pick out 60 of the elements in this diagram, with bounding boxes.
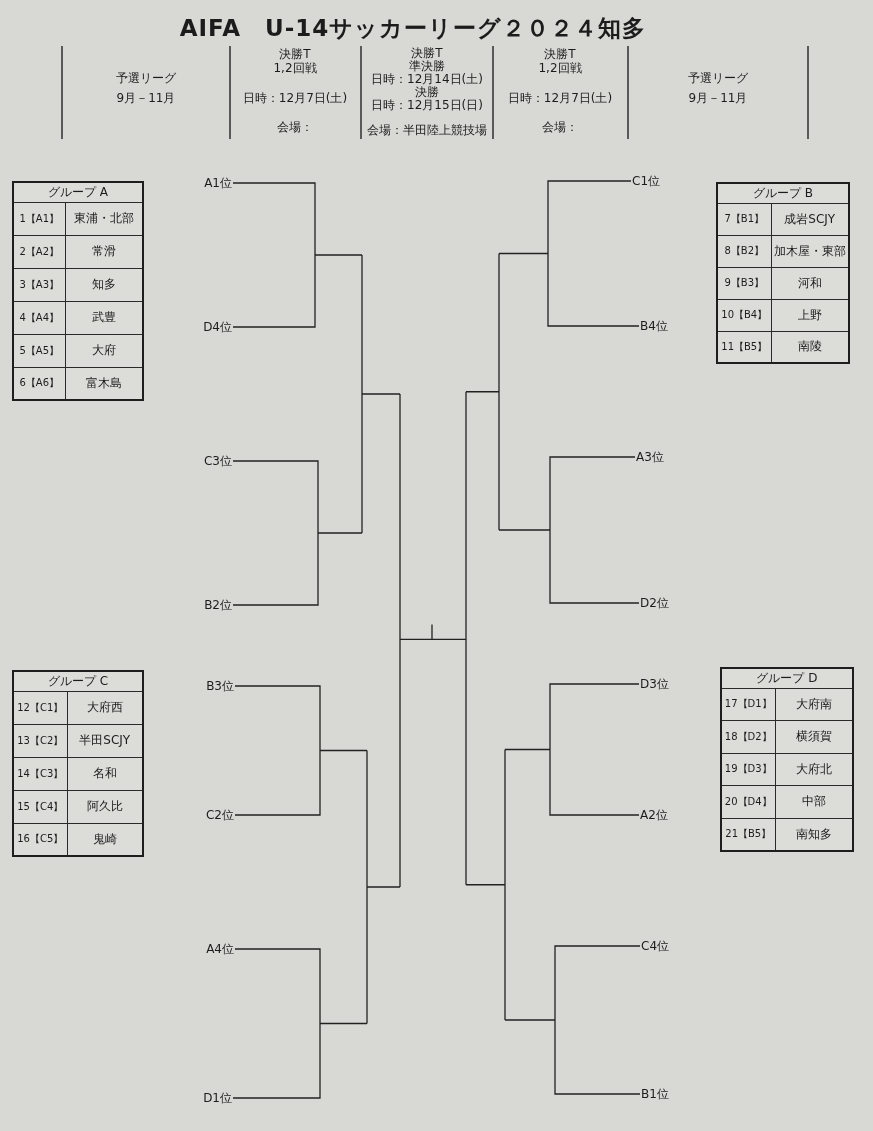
seed-slot-label: A1位: [204, 175, 232, 191]
seed-cell: 18【D2】: [721, 720, 775, 753]
bracket-line: [549, 456, 640, 604]
bracket-line: [232, 948, 321, 1099]
schedule-text: 日時：12月15日(日): [371, 98, 483, 112]
seed-slot-label: C2位: [206, 807, 234, 823]
seed-cell: 14【C3】: [13, 757, 67, 790]
bracket-line: [234, 685, 321, 816]
seed-slot-label: A2位: [640, 807, 668, 823]
seed-cell: 20【D4】: [721, 785, 775, 818]
schedule-text: 日時：12月7日(土): [507, 91, 613, 105]
seed-cell: 13【C2】: [13, 724, 67, 757]
schedule-text: 決勝T: [411, 46, 443, 60]
schedule-text: 9月－11月: [688, 91, 748, 105]
seed-slot-label: D3位: [640, 676, 669, 692]
schedule-text: 日時：12月7日(土): [242, 91, 348, 105]
bracket-line: [549, 683, 640, 816]
seed-slot-label: B3位: [206, 678, 234, 694]
seed-cell: 4【A4】: [13, 301, 65, 334]
schedule-text: 1,2回戦: [273, 61, 317, 75]
bracket-line: [232, 182, 316, 328]
bracket-line: [554, 945, 641, 1095]
schedule-text: 準決勝: [409, 59, 445, 73]
seed-slot-label: C1位: [632, 173, 660, 189]
seed-cell: 2【A2】: [13, 235, 65, 268]
seed-slot-label: A4位: [206, 941, 234, 957]
seed-slot-label: B4位: [640, 318, 668, 334]
seed-cell: 5【A5】: [13, 334, 65, 367]
seed-cell: 17【D1】: [721, 688, 775, 721]
schedule-text: 決勝T: [279, 47, 311, 61]
bracket-line: [232, 460, 319, 606]
seed-cell: 12【C1】: [13, 691, 67, 724]
seed-cell: 8【B2】: [717, 235, 771, 267]
bracket-line: [547, 180, 640, 327]
seed-slot-label: D4位: [203, 319, 232, 335]
seed-slot-label: B2位: [204, 597, 232, 613]
schedule-text: 9月－11月: [116, 91, 176, 105]
schedule-text: 決勝: [415, 85, 439, 99]
seed-slot-label: D2位: [640, 595, 669, 611]
seed-cell: 10【B4】: [717, 299, 771, 331]
seed-slot-label: B1位: [641, 1086, 669, 1102]
seed-cell: 3【A3】: [13, 268, 65, 301]
schedule-text: 会場：: [277, 120, 313, 134]
seed-slot-label: C4位: [641, 938, 669, 954]
schedule-text: 会場：: [542, 120, 578, 134]
seed-cell: 7【B1】: [717, 203, 771, 235]
schedule-text: 決勝T: [544, 47, 576, 61]
seed-slot-label: A3位: [636, 449, 664, 465]
seed-cell: 19【D3】: [721, 753, 775, 786]
seed-cell: 9【B3】: [717, 267, 771, 299]
seed-slot-label: C3位: [204, 453, 232, 469]
seed-cell: 15【C4】: [13, 790, 67, 823]
schedule-text: 予選リーグ: [688, 71, 748, 85]
seed-slot-label: D1位: [203, 1090, 232, 1106]
page-title: AIFA U-14サッカーリーグ２０２４知多: [179, 14, 647, 42]
schedule-text: 予選リーグ: [116, 71, 176, 85]
seed-cell: 1【A1】: [13, 202, 65, 235]
schedule-text: 1,2回戦: [538, 61, 582, 75]
schedule-text: 会場：半田陸上競技場: [367, 123, 487, 137]
schedule-text: 日時：12月14日(土): [371, 72, 483, 86]
